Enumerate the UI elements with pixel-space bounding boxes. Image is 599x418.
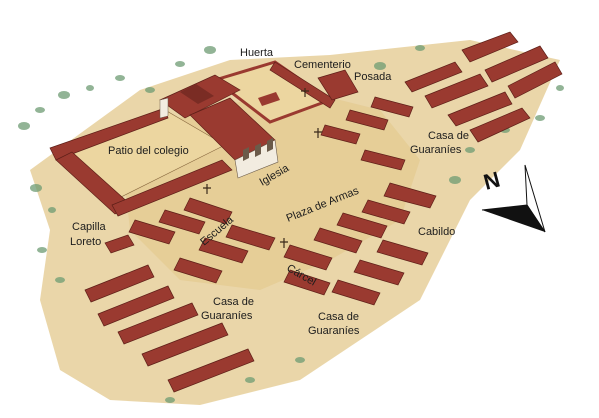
label-guaranies-sw: Guaraníes — [201, 310, 253, 322]
label-casa-de-s: Casa de — [318, 311, 359, 323]
cementerio-posada-block — [269, 61, 359, 109]
patio-del-colegio-block — [49, 107, 233, 217]
north-arrow-icon — [481, 164, 546, 233]
label-patio-del-colegio: Patio del colegio — [108, 145, 189, 157]
iglesia-complex — [159, 74, 279, 179]
row-houses — [84, 31, 563, 393]
label-casa-de-sw: Casa de — [213, 296, 254, 308]
label-loreto: Loreto — [70, 236, 101, 248]
label-cementerio: Cementerio — [294, 59, 351, 71]
label-guaranies-ne: Guaraníes — [410, 144, 462, 156]
north-letter: N — [481, 167, 503, 195]
label-cabildo: Cabildo — [418, 226, 455, 238]
grass-dabs — [18, 45, 564, 403]
cross-markers — [203, 88, 322, 248]
label-guaranies-s: Guaraníes — [308, 325, 360, 337]
label-capilla: Capilla — [72, 221, 107, 233]
label-posada: Posada — [354, 71, 392, 83]
label-huerta: Huerta — [240, 47, 274, 59]
label-casa-de-ne: Casa de — [428, 130, 469, 142]
